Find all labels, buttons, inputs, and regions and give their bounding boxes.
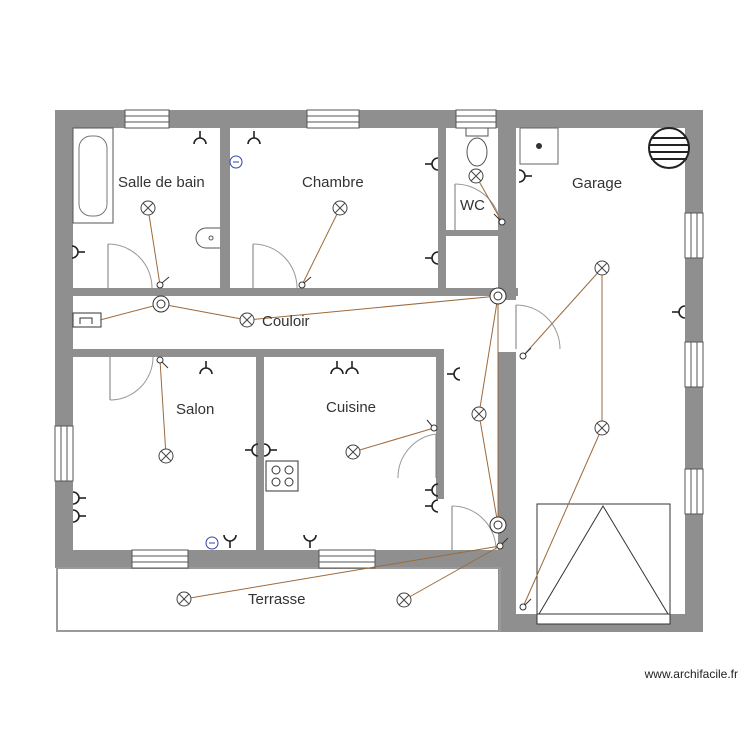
switch-icon (156, 356, 169, 369)
window-icon (684, 212, 704, 259)
light-fixture-icon (345, 444, 361, 460)
light-fixture-icon (158, 448, 174, 464)
door-swing-icon (451, 505, 497, 551)
light-fixture-icon (471, 406, 487, 422)
smoke-detector-icon (205, 536, 219, 550)
power-outlet-icon (425, 483, 439, 497)
switches (156, 213, 532, 611)
light-fixture-icon (140, 200, 156, 216)
window-icon (131, 549, 189, 569)
boiler-icon (519, 127, 559, 165)
switch-icon (519, 598, 532, 611)
door-swing-icon (109, 356, 154, 401)
doors (107, 183, 561, 551)
junction-box-icon (489, 516, 507, 534)
window-icon (124, 109, 170, 129)
power-outlet-icon (518, 169, 532, 183)
power-outlet-icon (72, 491, 86, 505)
light-fixture-icon (332, 200, 348, 216)
light-fixture-icon (468, 168, 484, 184)
door-swing-icon (252, 243, 298, 289)
window-icon (684, 468, 704, 515)
power-outlet-icon (345, 361, 359, 375)
power-outlet-icon (263, 443, 277, 457)
smoke-detector-icon (229, 155, 243, 169)
power-outlets (71, 131, 686, 548)
interior-walls (56, 110, 518, 632)
power-outlet-icon (447, 367, 461, 381)
window-icon (318, 549, 376, 569)
switch-icon (493, 213, 506, 226)
door-swing-icon (515, 304, 561, 350)
door-swing-icon (107, 243, 153, 289)
switch-icon (298, 276, 312, 289)
junction-box-icon (489, 287, 507, 305)
light-fixture-icon (396, 592, 412, 608)
power-outlet-icon (247, 131, 261, 145)
electrical-panel-icon (72, 312, 102, 328)
room-label-cuisine: Cuisine (326, 399, 376, 416)
door-swing-icon (397, 433, 437, 479)
window-icon (306, 109, 360, 129)
room-label-couloir: Couloir (262, 313, 310, 330)
bathtub-icon (72, 127, 114, 224)
room-label-garage: Garage (572, 175, 622, 192)
light-fixture-icon (594, 420, 610, 436)
power-outlet-icon (193, 131, 207, 145)
electrical-wiring (99, 175, 603, 608)
ventilation-fan-icon (648, 127, 690, 169)
power-outlet-icon (425, 499, 439, 513)
sink-icon (195, 227, 220, 249)
switch-icon (426, 419, 438, 432)
room-label-terrasse: Terrasse (248, 591, 306, 608)
power-outlet-icon (303, 534, 317, 548)
room-label-salon: Salon (176, 401, 214, 418)
garage-door-icon (536, 503, 671, 625)
stove-icon (265, 460, 299, 492)
power-outlet-icon (672, 305, 686, 319)
room-label-wc: WC (460, 197, 485, 214)
power-outlet-icon (245, 443, 259, 457)
detector-symbols (205, 155, 243, 550)
window-icon (684, 341, 704, 388)
power-outlet-icon (330, 361, 344, 375)
power-outlet-icon (199, 361, 213, 375)
switch-icon (156, 276, 170, 289)
light-fixtures (140, 168, 610, 608)
power-outlet-icon (425, 157, 439, 171)
light-fixture-icon (239, 312, 255, 328)
light-fixture-icon (176, 591, 192, 607)
power-outlet-icon (425, 251, 439, 265)
toilet-icon (465, 127, 489, 167)
switch-icon (496, 537, 509, 550)
room-label-chambre: Chambre (302, 174, 364, 191)
switch-icon (519, 347, 532, 360)
room-label-salle-de-bain: Salle de bain (118, 174, 205, 191)
power-outlet-icon (72, 509, 86, 523)
watermark-credit[interactable]: www.archifacile.fr (644, 667, 738, 681)
window-icon (54, 425, 74, 482)
junction-box-icon (152, 295, 170, 313)
power-outlet-icon (223, 534, 237, 548)
power-outlet-icon (71, 245, 85, 259)
light-fixture-icon (594, 260, 610, 276)
window-icon (455, 109, 497, 129)
windows (54, 109, 704, 569)
junction-boxes (152, 287, 507, 534)
